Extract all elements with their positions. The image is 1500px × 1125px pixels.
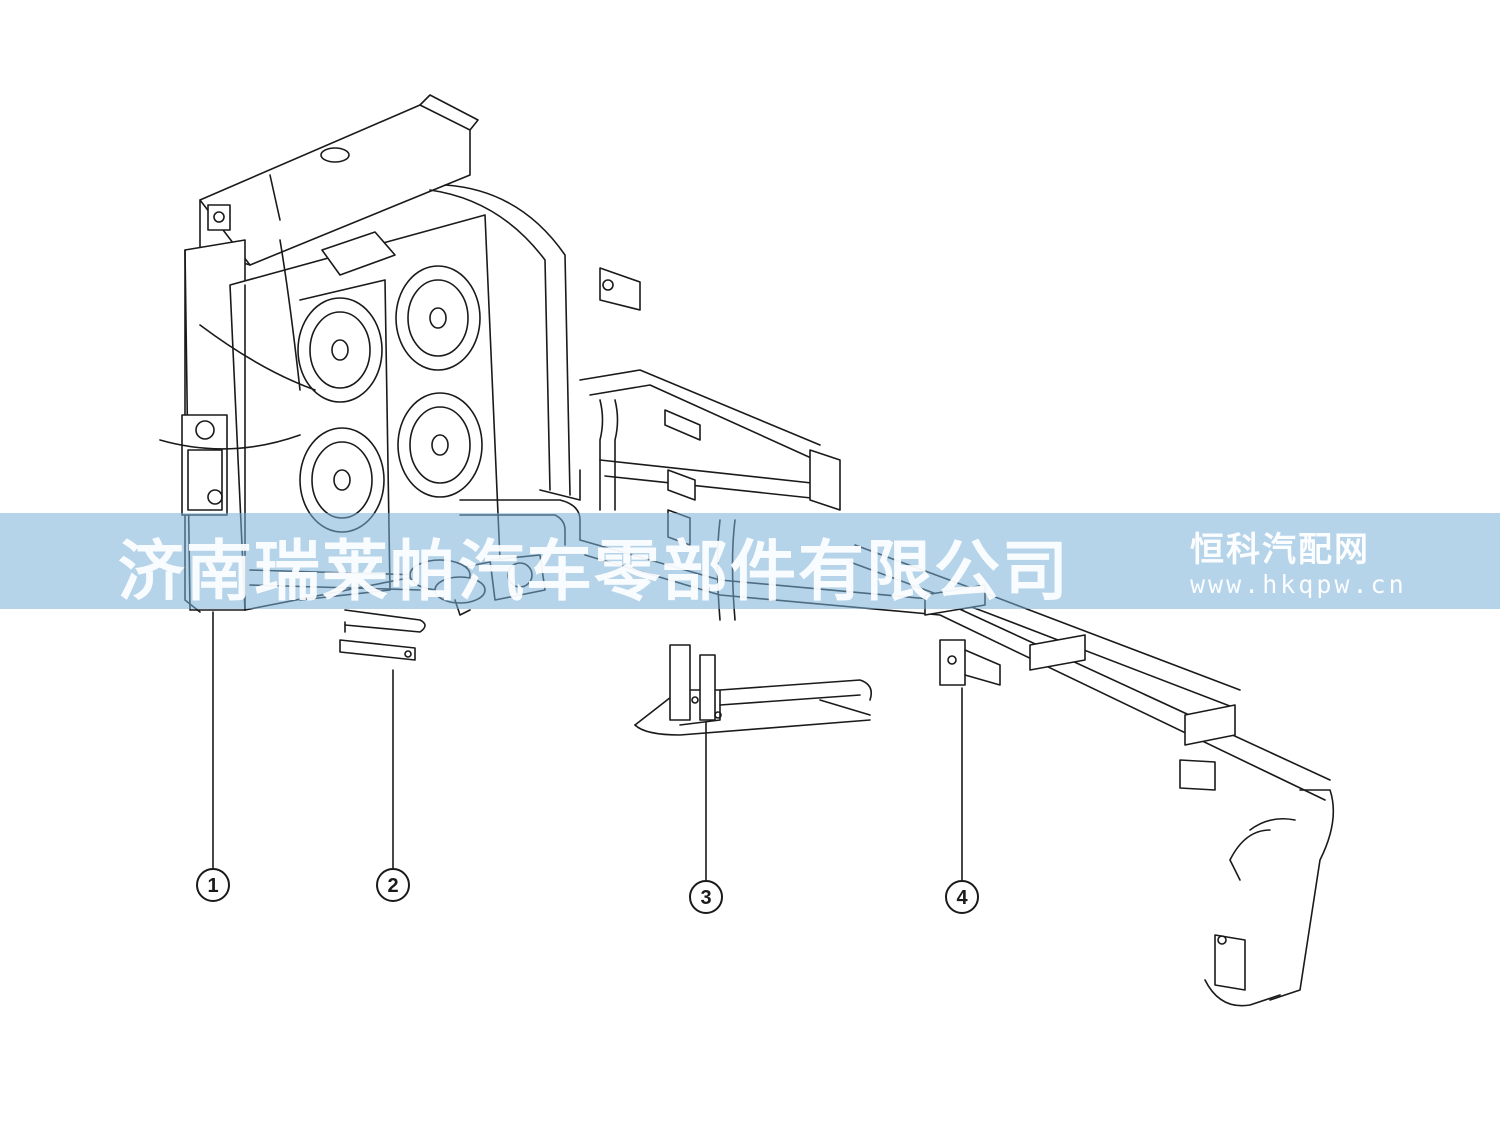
fan-3 [299, 427, 385, 533]
watermark-band [0, 513, 1500, 609]
watermark-brand: 恒科汽配网 [1190, 530, 1370, 570]
callout-4: 4 [956, 887, 968, 909]
callout-2: 2 [387, 875, 398, 897]
pipe-clamp-bracket [939, 639, 1001, 686]
fan-2 [395, 265, 481, 371]
fan-4 [397, 392, 483, 498]
lower-bracket [339, 609, 426, 661]
watermark-url: www.hkqpw.cn [1190, 570, 1407, 599]
fitting-group [634, 644, 873, 736]
callout-circles [196, 868, 979, 914]
callout-3: 3 [700, 887, 711, 909]
callout-1: 1 [207, 875, 218, 897]
watermark-company-name: 济南瑞莱帕汽车零部件有限公司 [118, 533, 1070, 610]
leader-lines [212, 611, 963, 881]
upper-hose [429, 184, 641, 501]
fan-1 [297, 297, 383, 403]
